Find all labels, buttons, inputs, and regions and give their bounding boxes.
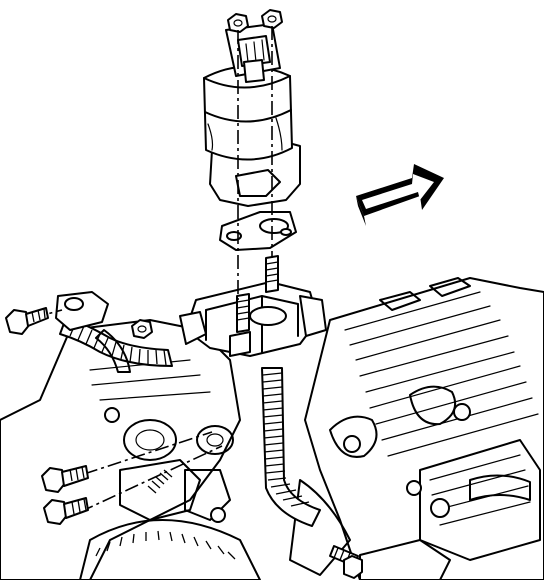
bracket-bolt-lower <box>43 497 89 525</box>
manifold-bolt-head <box>343 435 361 453</box>
manifold-bolt-head <box>453 403 471 421</box>
ring-gear <box>79 519 261 580</box>
egr-valve-adapter <box>179 255 327 357</box>
adapter-nut <box>131 319 153 339</box>
egr-valve-body <box>203 65 293 161</box>
egr-valve <box>203 23 301 207</box>
adapter-port <box>249 306 287 326</box>
lower-manifold-bolt <box>329 545 363 579</box>
tube-flange <box>55 291 109 331</box>
mounting-stud <box>265 255 279 293</box>
egr-valve-nut-right <box>261 9 283 29</box>
pulley-housing <box>123 419 177 461</box>
forward-direction-arrow-icon <box>356 164 444 226</box>
egr-crossover-tube <box>55 291 173 373</box>
egr-valve-gasket <box>219 211 297 251</box>
gasket-bolt-hole <box>226 231 242 241</box>
egr-feed-tube <box>261 367 321 527</box>
gasket-port-hole <box>259 218 289 234</box>
fuel-rail-fitting <box>406 480 422 496</box>
engine-intake-manifold <box>289 277 544 580</box>
bracket-bolt-upper <box>41 465 89 493</box>
egr-valve-nut-left <box>227 13 249 33</box>
fuel-rail-fitting <box>430 498 450 518</box>
tube-flange-bolt <box>5 307 49 335</box>
